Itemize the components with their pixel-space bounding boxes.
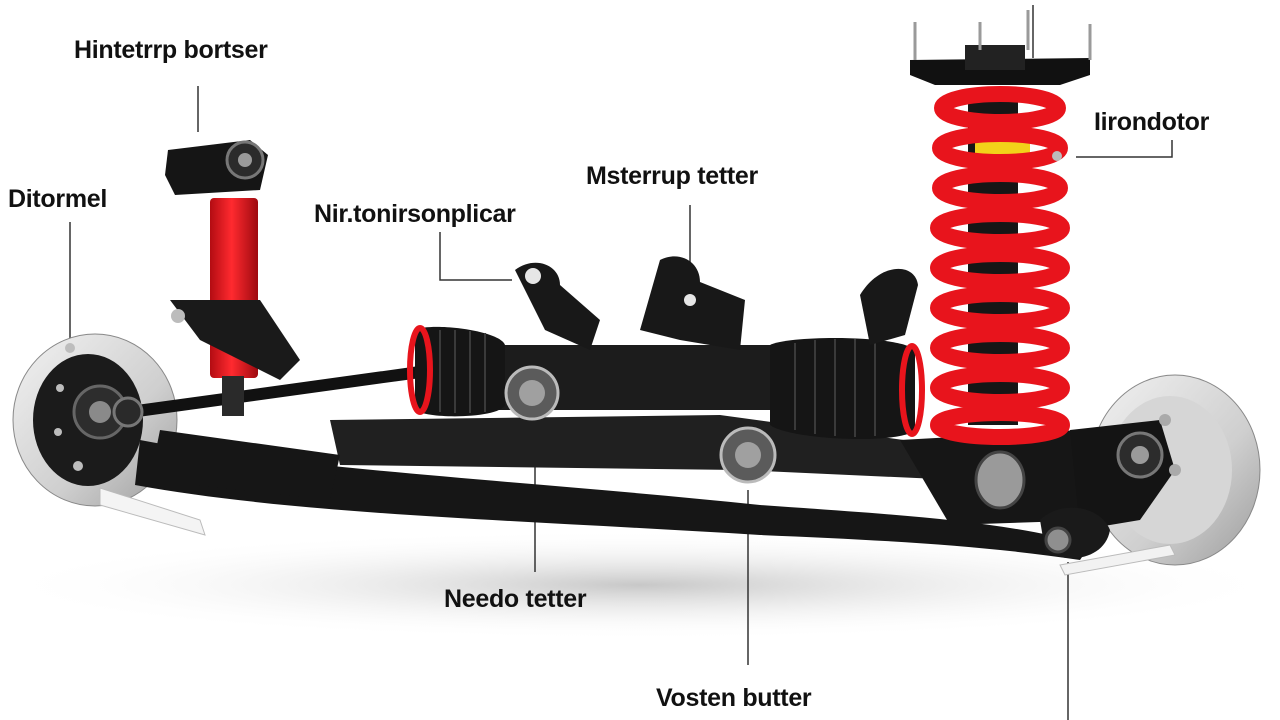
right-brake-rotor [974, 374, 1261, 576]
label-left: Ditormel [8, 185, 108, 213]
label-center: Msterrup tetter [586, 162, 758, 190]
label-bottom: Vosten butter [656, 684, 812, 712]
left-shock-absorber [165, 140, 300, 416]
steering-rack [407, 256, 925, 484]
right-coilover [910, 10, 1092, 445]
label-center-left: Nir.tonirsonplicar [314, 200, 516, 228]
label-right: Iirondotor [1094, 108, 1210, 136]
tie-rod [112, 366, 426, 428]
left-brake-rotor [12, 333, 206, 536]
label-top-left: Hintetrrp bortser [74, 36, 268, 64]
label-bottom-center: Needo tetter [444, 585, 587, 613]
ground-shadow [0, 530, 1280, 640]
